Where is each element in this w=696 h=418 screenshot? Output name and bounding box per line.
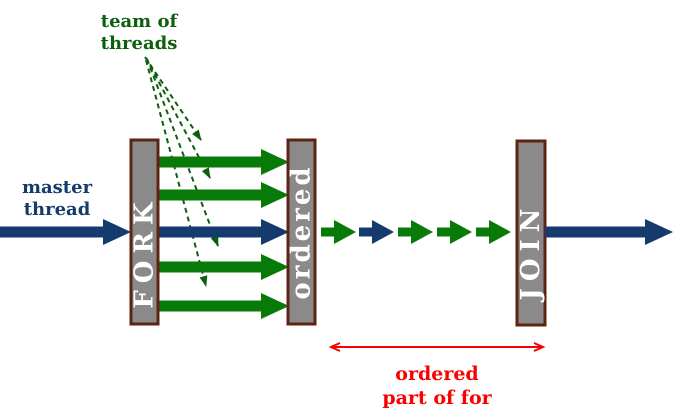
thread-arrow-5 bbox=[158, 293, 289, 319]
team-pointer-arrow-1 bbox=[144, 56, 202, 141]
team-of-threads-label-line2: threads bbox=[101, 33, 178, 54]
sequence-arrow-5 bbox=[476, 220, 511, 244]
ordered-annotation-line1: ordered bbox=[395, 363, 478, 385]
ordered-bar bbox=[286, 138, 317, 326]
fork-bar-label: FORK bbox=[130, 195, 160, 308]
ordered-bar-label: ordered bbox=[287, 164, 317, 299]
thread-arrow-3-master bbox=[158, 219, 289, 245]
fork-bar bbox=[129, 138, 160, 326]
thread-arrow-4 bbox=[158, 254, 289, 280]
team-pointer-arrow-4 bbox=[145, 59, 208, 287]
master-thread-arrow-out bbox=[545, 219, 673, 245]
thread-arrow-1 bbox=[158, 149, 289, 175]
sequence-arrow-4 bbox=[437, 220, 472, 244]
sequence-arrow-3 bbox=[398, 220, 433, 244]
team-pointer-arrow-2 bbox=[145, 57, 211, 179]
team-pointer-arrow-3 bbox=[146, 58, 219, 247]
join-bar-label: JOIN bbox=[516, 202, 546, 303]
ordered-annotation-line2: part of for bbox=[382, 387, 492, 409]
team-pointer-arrows bbox=[144, 56, 219, 287]
sequence-arrow-1 bbox=[321, 220, 356, 244]
sequence-arrow-2 bbox=[359, 220, 394, 244]
thread-arrow-2 bbox=[158, 182, 289, 208]
master-thread-arrow-in bbox=[0, 219, 131, 245]
master-thread-label-line2: thread bbox=[24, 199, 91, 220]
team-of-threads-label-line1: team of bbox=[101, 11, 179, 32]
master-thread-label-line1: master bbox=[22, 177, 93, 198]
join-bar bbox=[515, 139, 547, 327]
